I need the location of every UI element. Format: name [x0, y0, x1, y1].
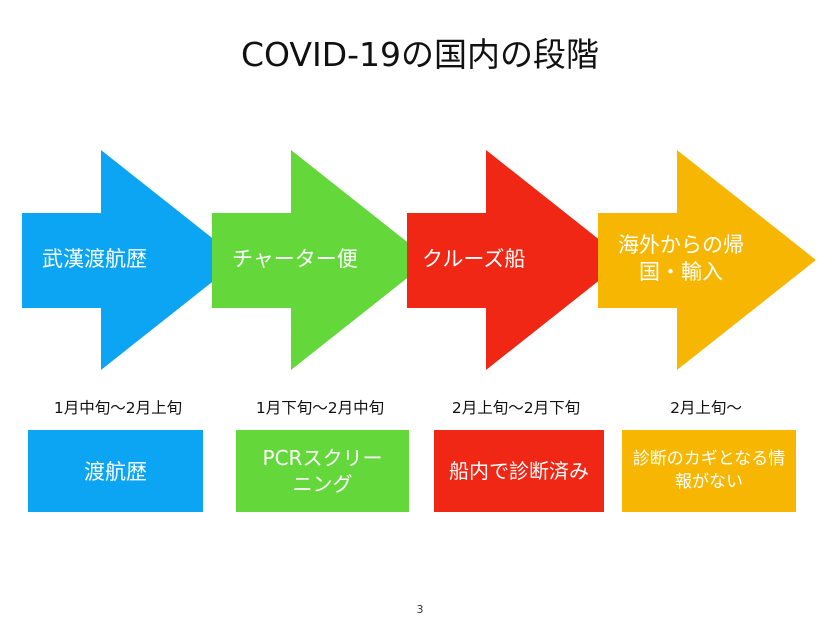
period-stage-3: 2月上旬〜2月下旬 [451, 399, 581, 417]
arrow-stage-3 [407, 150, 625, 370]
period-stage-4: 2月上旬〜 [670, 399, 742, 417]
page-number: 3 [416, 603, 424, 616]
period-stage-2: 1月下旬〜2月中旬 [255, 399, 385, 417]
arrow-label-stage-3: クルーズ船 [422, 247, 526, 271]
note-box-stage-1: 渡航歴 [28, 430, 203, 512]
note-text-stage-1: 渡航歴 [84, 460, 147, 484]
note-text-stage-3: 船内で診断済み [449, 459, 589, 483]
arrow-stage-1 [22, 150, 240, 370]
arrow-stage-2 [212, 150, 430, 370]
note-text-stage-2: PCRスクリーニング [262, 446, 383, 496]
note-box-stage-2: PCRスクリーニング [236, 430, 409, 512]
note-box-stage-3: 船内で診断済み [434, 430, 604, 512]
note-text-stage-4: 診断のカギとなる情報がない [632, 449, 786, 492]
slide-title: COVID-19の国内の段階 [240, 35, 600, 74]
arrow-stage-4 [598, 150, 816, 370]
arrow-label-stage-4: 海外からの帰国・輸入 [618, 233, 744, 284]
arrow-label-stage-1: 武漢渡航歴 [42, 247, 147, 271]
note-box-stage-4: 診断のカギとなる情報がない [622, 430, 796, 512]
arrow-label-stage-2: チャーター便 [232, 247, 358, 271]
period-stage-1: 1月中旬〜2月上旬 [53, 399, 183, 417]
